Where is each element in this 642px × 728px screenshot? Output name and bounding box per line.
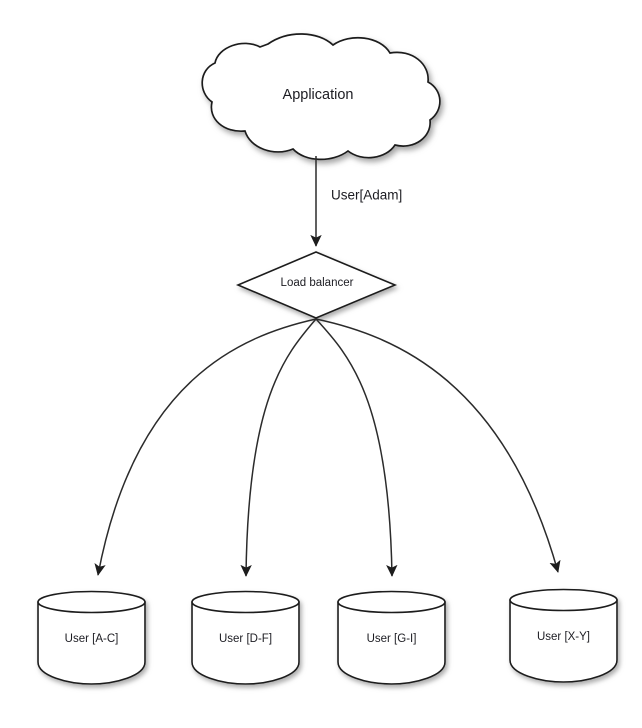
edge-label-user-adam: User[Adam] bbox=[331, 188, 402, 203]
node-database-3[interactable]: User [X-Y] bbox=[509, 588, 618, 683]
edges-load-balancer-to-databases bbox=[94, 318, 561, 577]
edge-to-db-x-y bbox=[315, 318, 561, 573]
application-label: Application bbox=[283, 87, 354, 103]
cylinder-body-1 bbox=[191, 590, 300, 685]
database-label-0: User [A-C] bbox=[65, 633, 119, 645]
cylinder-body-3 bbox=[509, 588, 618, 683]
edge-to-db-a-c bbox=[94, 318, 317, 576]
node-database-0[interactable]: User [A-C] bbox=[37, 590, 146, 685]
cylinder-body-0 bbox=[37, 590, 146, 685]
load-balancer-label: Load balancer bbox=[281, 277, 354, 289]
database-label-1: User [D-F] bbox=[219, 633, 272, 645]
database-label-2: User [G-I] bbox=[367, 633, 417, 645]
cloud-shape bbox=[201, 33, 441, 161]
diamond-shape bbox=[235, 251, 398, 319]
node-database-1[interactable]: User [D-F] bbox=[191, 590, 300, 685]
edge-application-to-load-balancer: User[Adam] bbox=[310, 156, 402, 247]
node-load-balancer[interactable]: Load balancer bbox=[235, 251, 398, 319]
node-database-2[interactable]: User [G-I] bbox=[337, 590, 446, 685]
node-application[interactable]: Application bbox=[201, 33, 441, 161]
edge-to-db-d-f bbox=[240, 318, 317, 577]
cylinder-body-2 bbox=[337, 590, 446, 685]
database-label-3: User [X-Y] bbox=[537, 631, 590, 643]
edge-to-db-g-i bbox=[315, 318, 398, 577]
